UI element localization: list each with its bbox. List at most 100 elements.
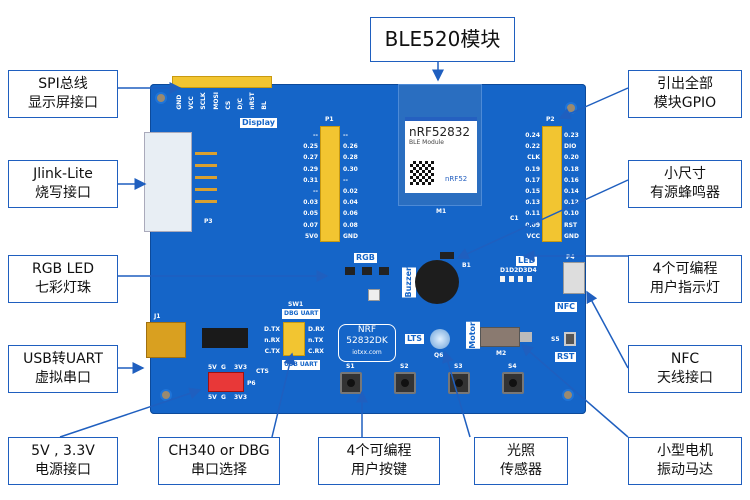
- s5-label: S5: [551, 336, 560, 343]
- light-sensor: [430, 329, 450, 349]
- buzzer: [415, 260, 459, 304]
- cts-label: CTS: [256, 368, 269, 375]
- label-text: BLE520模块: [384, 27, 501, 51]
- user-button[interactable]: [448, 372, 470, 394]
- pin-label: 0.08: [343, 221, 358, 229]
- label-text: 显示屏接口: [28, 95, 98, 111]
- display-pin-label: VCC: [188, 96, 196, 110]
- ble-module: nRF52832 BLE Module nRF52: [398, 84, 482, 206]
- display-pin-label: SCLK: [200, 92, 208, 110]
- motor-label: Motor: [466, 322, 480, 349]
- pin-label: 5V0: [305, 232, 318, 240]
- motor-weight: [520, 332, 532, 342]
- mount-hole: [155, 92, 167, 104]
- pin-label: GND: [343, 232, 358, 240]
- buzzer-label: Buzzer: [402, 267, 416, 298]
- label-spi: SPI总线显示屏接口: [8, 70, 118, 118]
- pin-label: GND: [564, 232, 579, 240]
- label-text: 串口选择: [191, 462, 247, 478]
- pin-label: DIO: [564, 143, 577, 151]
- nfc-label: NFC: [555, 302, 578, 312]
- lts-label: LTS: [405, 334, 424, 344]
- label-text: 虚拟串口: [35, 370, 91, 386]
- pin-label: VCC: [526, 232, 540, 240]
- module-ref: M1: [436, 208, 447, 215]
- pin-label: 0.20: [564, 154, 579, 162]
- vibration-motor: [480, 327, 520, 347]
- label-text: 传感器: [500, 462, 542, 478]
- uart-select-jumper[interactable]: [283, 322, 305, 356]
- label-text: 用户指示灯: [650, 280, 720, 296]
- arrow-nfc: [586, 290, 629, 369]
- label-user-leds: 4个可编程用户指示灯: [628, 255, 742, 303]
- pin-label: 0.28: [343, 154, 358, 162]
- uart-pin-label: D.TX: [264, 326, 280, 333]
- pin-label: 0.07: [303, 221, 318, 229]
- pin-label: 0.30: [343, 165, 358, 173]
- board-name-line: 52832DK: [346, 336, 388, 346]
- display-pin-label: GND: [176, 94, 183, 110]
- label-motor: 小型电机振动马达: [628, 437, 742, 485]
- label-text: 光照: [507, 443, 535, 459]
- reset-button[interactable]: [564, 332, 576, 346]
- buzzer-driver: [440, 252, 454, 259]
- pin-label: 0.04: [343, 199, 358, 207]
- display-pin-label: BL: [261, 101, 269, 110]
- p3-label: P3: [204, 218, 213, 225]
- user-button[interactable]: [502, 372, 524, 394]
- power-pin-label: G: [221, 364, 226, 371]
- pin-label: CLK: [527, 154, 540, 162]
- pin-label: 0.11: [525, 210, 540, 218]
- pin-label: --: [343, 132, 348, 139]
- pin-label: 0.25: [303, 143, 318, 151]
- jlink-pins: [195, 152, 217, 210]
- button-cap: [455, 379, 463, 387]
- pin-label: 0.12: [564, 199, 579, 207]
- p4-label: P4: [566, 254, 575, 261]
- pin-label: 0.03: [303, 199, 318, 207]
- power-jumper[interactable]: [208, 372, 244, 392]
- m2-label: M2: [496, 350, 507, 357]
- nordic-logo: nRF52: [445, 175, 468, 183]
- power-pin-label: 5V: [208, 364, 217, 371]
- pin-label: RST: [564, 221, 578, 229]
- label-text: 4个可编程: [346, 443, 412, 459]
- pin-label: 0.17: [525, 176, 540, 184]
- display-pin-label: D/C: [236, 98, 244, 110]
- pin-label: --: [343, 176, 348, 184]
- pin-label: 0.09: [525, 221, 540, 229]
- mount-hole: [160, 389, 172, 401]
- module-subtitle: BLE Module: [409, 139, 444, 146]
- display-header: [172, 76, 272, 88]
- mount-hole: [565, 102, 577, 114]
- user-button[interactable]: [394, 372, 416, 394]
- pin-label: 0.02: [343, 188, 358, 196]
- j1-label: J1: [154, 313, 161, 320]
- uart-pin-label: D.RX: [308, 326, 325, 333]
- dbg-uart-label: DBG UART: [282, 309, 321, 319]
- power-pin-label: G: [221, 394, 226, 401]
- label-text: 模块GPIO: [653, 95, 717, 111]
- module-title: nRF52832: [409, 125, 471, 139]
- label-text: 5V , 3.3V: [31, 443, 95, 459]
- power-pin-label: 3V3: [234, 394, 247, 401]
- uart-pin-label: n.RX: [264, 337, 280, 344]
- user-button[interactable]: [340, 372, 362, 394]
- usb-uart-label: USB UART: [282, 360, 320, 370]
- label-text: 小型电机: [657, 443, 713, 459]
- p2-label: P2: [546, 116, 555, 123]
- led-label: LED: [516, 256, 538, 266]
- label-buzzer: 小尺寸有源蜂鸣器: [628, 160, 742, 208]
- button-label: S2: [400, 363, 409, 370]
- pin-label: 0.31: [303, 176, 318, 184]
- ch340-chip: [202, 328, 248, 348]
- button-cap: [401, 379, 409, 387]
- rgb-label: RGB: [354, 253, 377, 263]
- display-pin-label: CS: [224, 100, 232, 110]
- pin-label: 0.24: [525, 132, 540, 139]
